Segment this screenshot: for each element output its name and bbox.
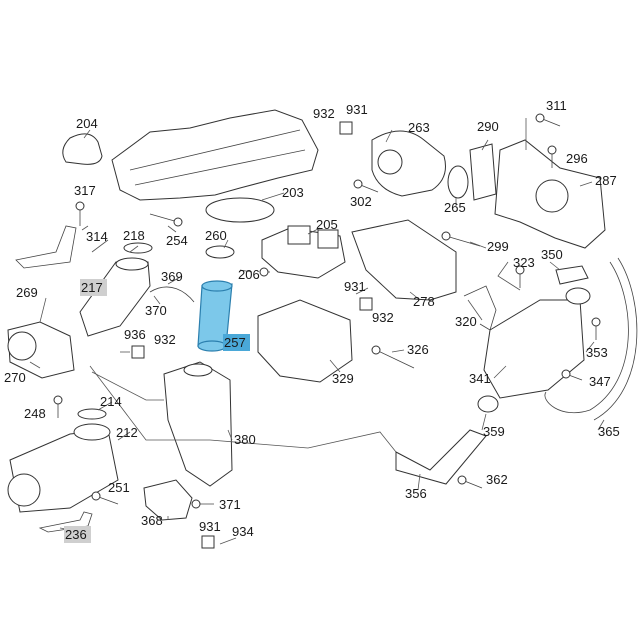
callout-368[interactable]: 368 — [141, 513, 163, 528]
part-cooler-341[interactable] — [483, 299, 585, 399]
parts-layer — [7, 109, 638, 533]
callout-317[interactable]: 317 — [74, 183, 96, 198]
callout-287[interactable]: 287 — [595, 173, 617, 188]
callout-369[interactable]: 369 — [161, 269, 183, 284]
callout-326[interactable]: 326 — [407, 342, 429, 357]
callout-311[interactable]: 311 — [546, 98, 567, 113]
part-gasket-204[interactable] — [62, 133, 103, 165]
bolt-299[interactable] — [445, 235, 481, 247]
callout-254[interactable]: 254 — [166, 233, 188, 248]
callout-290[interactable]: 290 — [477, 119, 499, 134]
callout-218[interactable]: 218 — [123, 228, 145, 243]
part-actuator-263[interactable] — [371, 130, 446, 197]
part-pipe-356[interactable] — [395, 429, 487, 485]
highlight-box-257 — [223, 334, 250, 351]
callout-270[interactable]: 270 — [4, 370, 26, 385]
bolt-326[interactable] — [375, 349, 415, 369]
part-gasket-214[interactable] — [77, 408, 107, 420]
part-plate-290[interactable] — [469, 143, 497, 201]
connector-931b[interactable] — [359, 297, 373, 311]
part-intake-manifold-203[interactable] — [111, 109, 319, 201]
callout-341[interactable]: 341 — [469, 371, 491, 386]
callout-204[interactable]: 204 — [76, 116, 98, 131]
callout-347[interactable]: 347 — [589, 374, 611, 389]
fasteners-layer — [53, 113, 601, 549]
callout-212[interactable]: 212 — [116, 425, 138, 440]
callout-314[interactable]: 314 — [86, 229, 108, 244]
callout-936[interactable]: 936 — [124, 327, 146, 342]
callout-365[interactable]: 365 — [598, 424, 620, 439]
part-sensor-368[interactable] — [143, 479, 193, 521]
callout-371[interactable]: 371 — [219, 497, 241, 512]
callout-214[interactable]: 214 — [100, 394, 122, 409]
part-ring-218[interactable] — [123, 242, 153, 254]
callout-323[interactable]: 323 — [513, 255, 535, 270]
callout-359[interactable]: 359 — [483, 424, 505, 439]
callout-206[interactable]: 206 — [238, 267, 260, 282]
callout-236[interactable]: 236 — [65, 527, 87, 542]
callout-329[interactable]: 329 — [332, 371, 354, 386]
connector-931c[interactable] — [201, 535, 215, 549]
part-adapter-217[interactable] — [79, 261, 151, 337]
callout-265[interactable]: 265 — [444, 200, 466, 215]
callout-257[interactable]: 257 — [224, 335, 246, 350]
callout-278[interactable]: 278 — [413, 294, 435, 309]
part-pipe-365[interactable] — [544, 261, 629, 414]
callout-260[interactable]: 260 — [205, 228, 227, 243]
part-sensor-320[interactable] — [463, 285, 497, 331]
bolt-254[interactable] — [149, 213, 179, 223]
part-egr-329[interactable] — [257, 299, 353, 383]
leader-lines — [29, 118, 605, 545]
callout-370[interactable]: 370 — [145, 303, 167, 318]
callout-263[interactable]: 263 — [408, 120, 430, 135]
connector-936[interactable] — [131, 345, 145, 359]
callout-362[interactable]: 362 — [486, 472, 508, 487]
callout-934[interactable]: 934 — [232, 524, 254, 539]
highlight-box-236 — [64, 526, 91, 543]
part-gasket-265[interactable] — [447, 165, 469, 199]
part-bracket-278[interactable] — [351, 219, 457, 301]
callout-931c[interactable]: 931 — [199, 519, 221, 534]
callout-296[interactable]: 296 — [566, 151, 588, 166]
connector-931a[interactable] — [339, 121, 353, 135]
part-flange — [565, 287, 591, 305]
callout-932b[interactable]: 932 — [372, 310, 394, 325]
callout-931b[interactable]: 931 — [344, 279, 366, 294]
callout-931a[interactable]: 931 — [346, 102, 368, 117]
part-housing-380[interactable] — [163, 361, 233, 487]
callout-299[interactable]: 299 — [487, 239, 509, 254]
highlight-box-217 — [80, 279, 107, 296]
callout-380[interactable]: 380 — [234, 432, 256, 447]
part-clamp-260[interactable] — [205, 245, 235, 259]
callout-356[interactable]: 356 — [405, 486, 427, 501]
callout-932a[interactable]: 932 — [313, 106, 335, 121]
callout-217[interactable]: 217 — [81, 280, 103, 295]
part-gasket-350[interactable] — [555, 265, 589, 285]
callout-353[interactable]: 353 — [586, 345, 608, 360]
part-bracket-314[interactable] — [15, 225, 77, 269]
callout-205[interactable]: 205 — [316, 217, 338, 232]
callout-269[interactable]: 269 — [16, 285, 38, 300]
callout-labels: 204 932 931 263 290 311 296 287 203 302 … — [4, 98, 620, 542]
callout-251[interactable]: 251 — [108, 480, 130, 495]
callout-203[interactable]: 203 — [282, 185, 304, 200]
callout-320[interactable]: 320 — [455, 314, 477, 329]
callout-302[interactable]: 302 — [350, 194, 372, 209]
part-ring-359[interactable] — [477, 395, 499, 413]
part-bracket-236[interactable] — [38, 511, 93, 533]
callout-932c[interactable]: 932 — [154, 332, 176, 347]
callout-248[interactable]: 248 — [24, 406, 46, 421]
callout-350[interactable]: 350 — [541, 247, 563, 262]
part-manifold-flange — [205, 197, 275, 223]
part-hose-369[interactable] — [149, 286, 195, 303]
